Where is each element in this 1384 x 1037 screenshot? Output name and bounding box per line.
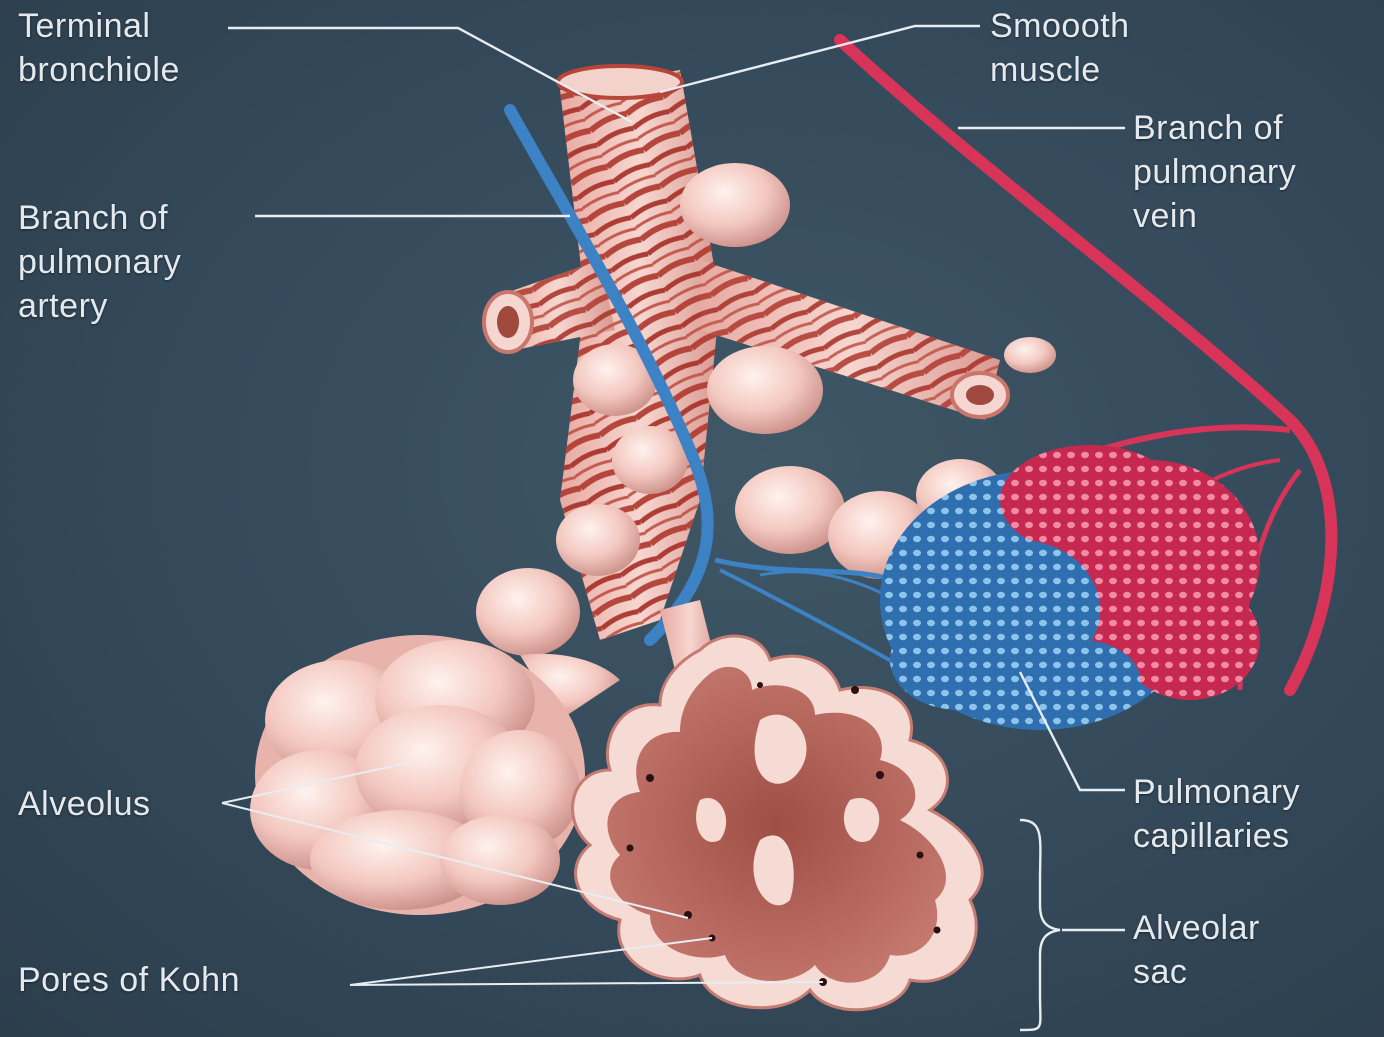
label-alveolar-sac: Alveolar sac xyxy=(1133,906,1260,994)
label-line: muscle xyxy=(990,48,1130,92)
label-line: Pores of Kohn xyxy=(18,958,240,1002)
label-pores-of-kohn: Pores of Kohn xyxy=(18,958,240,1002)
label-line: Pulmonary xyxy=(1133,770,1300,814)
label-line: capillaries xyxy=(1133,814,1300,858)
label-line: sac xyxy=(1133,950,1260,994)
label-branch-pulmonary-vein: Branch of pulmonary vein xyxy=(1133,106,1296,238)
label-alveolus: Alveolus xyxy=(18,782,151,826)
label-branch-pulmonary-artery: Branch of pulmonary artery xyxy=(18,196,181,328)
label-line: pulmonary xyxy=(1133,150,1296,194)
label-line: pulmonary xyxy=(18,240,181,284)
label-line: Terminal xyxy=(18,4,180,48)
label-line: artery xyxy=(18,284,181,328)
label-line: vein xyxy=(1133,194,1296,238)
label-pulmonary-capillaries: Pulmonary capillaries xyxy=(1133,770,1300,858)
alveolar-sac-bracket xyxy=(1020,820,1060,1030)
label-line: Branch of xyxy=(1133,106,1296,150)
leader-smooth-muscle xyxy=(660,26,980,92)
label-line: bronchiole xyxy=(18,48,180,92)
label-smooth-muscle: Smoooth muscle xyxy=(990,4,1130,92)
label-terminal-bronchiole: Terminal bronchiole xyxy=(18,4,180,92)
label-line: Alveolar xyxy=(1133,906,1260,950)
alveolar-cluster xyxy=(250,635,620,915)
label-line: Smoooth xyxy=(990,4,1130,48)
label-line: Branch of xyxy=(18,196,181,240)
label-line: Alveolus xyxy=(18,782,151,826)
